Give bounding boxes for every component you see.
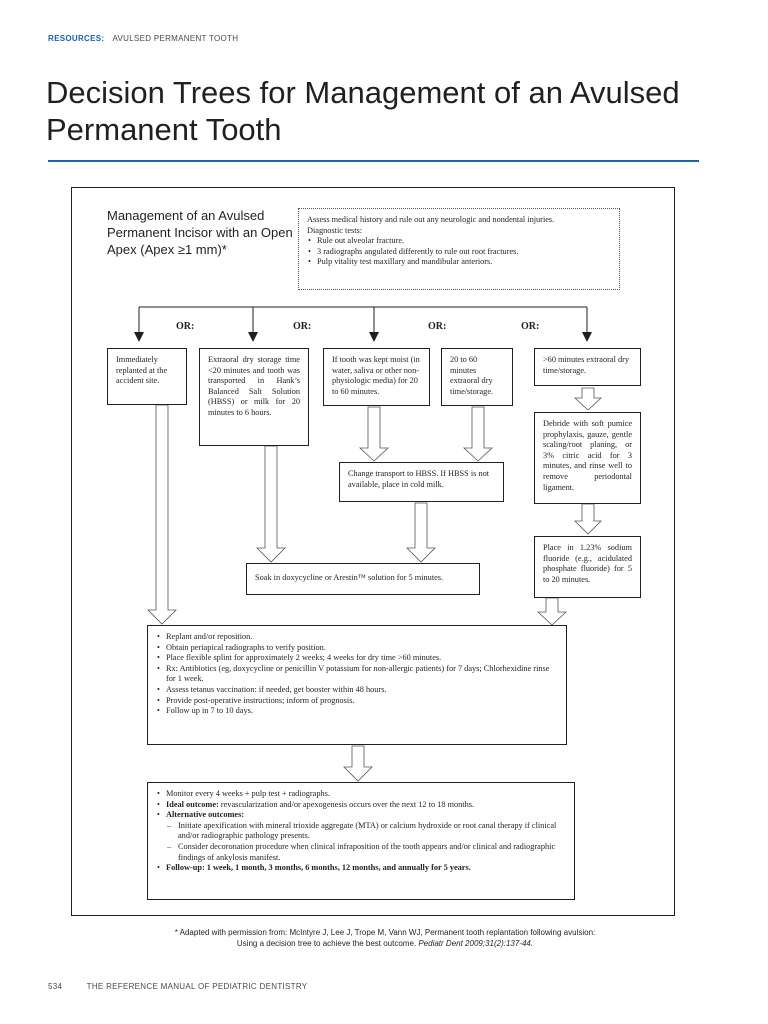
- hollow-arrow: [406, 502, 436, 563]
- page-footer: 534 THE REFERENCE MANUAL OF PEDIATRIC DE…: [48, 982, 307, 991]
- hollow-arrow: [358, 406, 390, 462]
- treatment-item: Follow up in 7 to 10 days.: [156, 706, 558, 717]
- treatment-item: Obtain periapical radiographs to verify …: [156, 643, 558, 654]
- branch-hbss-storage-text: Extraoral dry storage time <20 minutes a…: [208, 355, 300, 417]
- header-section: AVULSED PERMANENT TOOTH: [112, 34, 239, 43]
- followup-monitor: Monitor every 4 weeks + pulp test + radi…: [156, 789, 566, 800]
- footnote-line2: Using a decision tree to achieve the bes…: [130, 938, 640, 949]
- treatment-item: Assess tetanus vaccination: if needed, g…: [156, 685, 558, 696]
- soak-box: Soak in doxycycline or Arestin™ solution…: [246, 563, 480, 595]
- footnote-line1: * Adapted with permission from: McIntyre…: [174, 928, 596, 937]
- or-label: OR:: [521, 321, 540, 332]
- followup-alt-item: Initiate apexification with mineral trio…: [156, 821, 566, 842]
- hollow-arrow: [256, 445, 286, 563]
- branch-20-60-dry: 20 to 60 minutes extraoral dry time/stor…: [441, 348, 513, 406]
- branch-over-60-dry: >60 minutes extraoral dry time/storage.: [534, 348, 641, 386]
- treatment-box: Replant and/or reposition. Obtain periap…: [147, 625, 567, 745]
- treatment-item: Place flexible splint for approximately …: [156, 653, 558, 664]
- followup-ideal: Ideal outcome: revascularization and/or …: [156, 800, 566, 811]
- publication-name: THE REFERENCE MANUAL OF PEDIATRIC DENTIS…: [86, 982, 308, 991]
- page-number: 534: [48, 982, 63, 991]
- followup-alt: Alternative outcomes:: [156, 810, 566, 821]
- or-label: OR:: [293, 321, 312, 332]
- hollow-arrow: [536, 597, 568, 626]
- followup-schedule: Follow-up: 1 week, 1 month, 3 months, 6 …: [156, 863, 566, 874]
- hollow-arrow: [462, 406, 494, 462]
- ideal-label: Ideal outcome:: [166, 799, 219, 809]
- or-label: OR:: [176, 321, 195, 332]
- hollow-arrow: [573, 387, 603, 411]
- branch-kept-moist: If tooth was kept moist (in water, saliv…: [323, 348, 430, 406]
- footnote-line2-text: Using a decision tree to achieve the bes…: [236, 939, 417, 948]
- footnote: * Adapted with permission from: McIntyre…: [130, 927, 640, 949]
- treatment-item: Replant and/or reposition.: [156, 632, 558, 643]
- debride-box: Debride with soft pumice prophylaxis, ga…: [534, 412, 641, 504]
- change-transport-box: Change transport to HBSS. If HBSS is not…: [339, 462, 504, 502]
- decision-tree-frame: [71, 187, 675, 916]
- branch-immediate: Immediately replanted at the accident si…: [107, 348, 187, 405]
- assessment-item: 3 radiographs angulated differently to r…: [307, 247, 611, 258]
- followup-alt-item: Consider decoronation procedure when cli…: [156, 842, 566, 863]
- followup-box: Monitor every 4 weeks + pulp test + radi…: [147, 782, 575, 900]
- treatment-item: Rx: Antibiotics (eg, doxycycline or peni…: [156, 664, 558, 685]
- assessment-list: Rule out alveolar fracture. 3 radiograph…: [307, 236, 611, 268]
- followup-list: Monitor every 4 weeks + pulp test + radi…: [156, 789, 566, 874]
- alt-label: Alternative outcomes:: [166, 810, 245, 820]
- assessment-subhead: Diagnostic tests:: [307, 225, 363, 235]
- header-label: RESOURCES:: [48, 34, 105, 43]
- branch-hbss-storage: Extraoral dry storage time <20 minutes a…: [199, 348, 309, 446]
- assessment-box: Assess medical history and rule out any …: [298, 208, 620, 290]
- hollow-arrow: [343, 745, 373, 782]
- fluoride-box: Place in 1.23% sodium fluoride (e.g., ac…: [534, 536, 641, 598]
- header-kicker: RESOURCES: AVULSED PERMANENT TOOTH: [48, 34, 238, 43]
- or-label: OR:: [428, 321, 447, 332]
- schedule-text: Follow-up: 1 week, 1 month, 3 months, 6 …: [166, 863, 471, 873]
- assessment-intro: Assess medical history and rule out any …: [307, 215, 555, 224]
- assessment-item: Pulp vitality test maxillary and mandibu…: [307, 257, 611, 268]
- assessment-item: Rule out alveolar fracture.: [307, 236, 611, 247]
- hollow-arrow: [147, 404, 177, 625]
- hollow-arrow: [574, 503, 602, 535]
- treatment-item: Provide post-operative instructions; inf…: [156, 696, 558, 707]
- footnote-citation: Pediatr Dent 2009;31(2):137-44.: [416, 939, 534, 948]
- chart-title: Management of an Avulsed Permanent Incis…: [107, 208, 293, 257]
- treatment-list: Replant and/or reposition. Obtain periap…: [156, 632, 558, 717]
- page-title: Decision Trees for Management of an Avul…: [46, 75, 680, 147]
- title-rule: [48, 160, 699, 162]
- ideal-text: revascularization and/or apexogenesis oc…: [218, 799, 475, 809]
